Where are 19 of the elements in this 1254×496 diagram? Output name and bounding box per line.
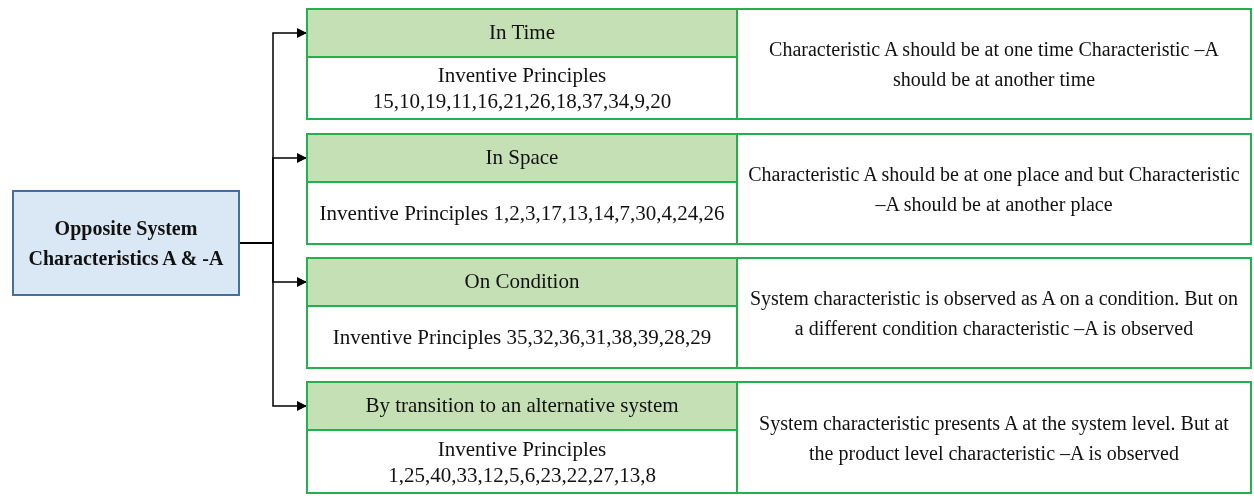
- description-text: System characteristic presents A at the system level. But at the product level characteristic –A is observed: [758, 410, 1230, 467]
- description-text: Characteristic A should be at one time Characteristic –A should be at another time: [768, 37, 1220, 92]
- connector-arrow: [239, 242, 307, 411]
- strategy-heading: By transition to an alternative system: [308, 383, 736, 431]
- principles-text: Inventive Principles 1,25,40,33,12,5,6,23,22,27,13,8: [387, 435, 657, 488]
- description-text: System characteristic is observed as A on a condition. But on a different condition characteristic –A is observed: [748, 286, 1240, 341]
- strategy-card: [306, 8, 1252, 120]
- topic-text: Opposite System Characteristics A & -A: [27, 216, 225, 271]
- principles-text: Inventive Principles 15,10,19,11,16,21,26,18,37,34,9,20: [371, 62, 673, 114]
- principles-text: Inventive Principles 1,2,3,17,13,14,7,30,4,24,26: [319, 200, 725, 226]
- strategy-heading: In Time: [308, 10, 736, 58]
- strategy-card: [306, 381, 1252, 494]
- topic-box: [12, 190, 240, 296]
- strategy-card: [306, 257, 1252, 369]
- description-text: Characteristic A should be at one place and but Characteristic –A should be at another place: [747, 162, 1241, 218]
- principles-text: Inventive Principles 35,32,36,31,38,39,28,29: [332, 324, 712, 350]
- strategy-card: [306, 133, 1252, 245]
- strategy-heading: In Space: [308, 135, 736, 183]
- strategy-heading: On Condition: [308, 259, 736, 307]
